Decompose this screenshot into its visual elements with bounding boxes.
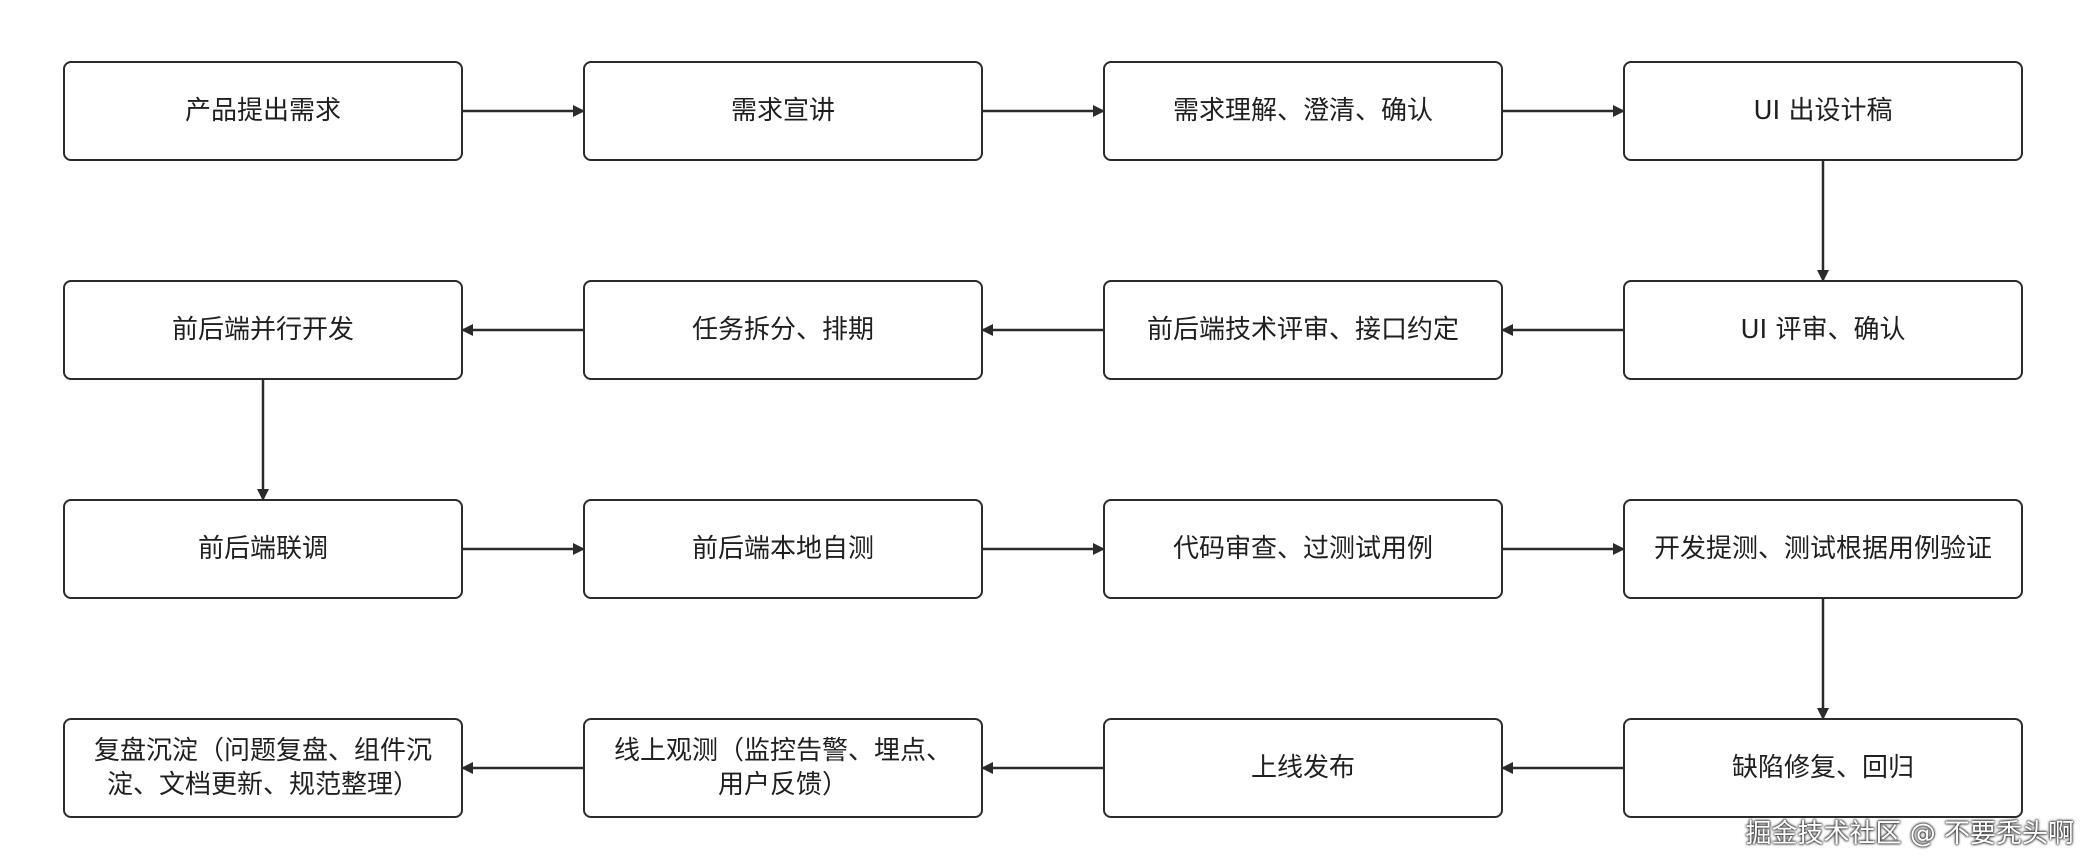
node-ui-design: UI 出设计稿	[1623, 61, 2023, 161]
node-label: 上线发布	[1250, 753, 1355, 783]
node-integration: 前后端联调	[63, 499, 463, 599]
node-submit-test: 开发提测、测试根据用例验证	[1623, 499, 2023, 599]
node-code-review: 代码审查、过测试用例	[1103, 499, 1503, 599]
node-label: 前后端本地自测	[691, 534, 874, 564]
node-bug-fix: 缺陷修复、回归	[1623, 718, 2023, 818]
node-requirement-briefing: 需求宣讲	[583, 61, 983, 161]
node-tech-review: 前后端技术评审、接口约定	[1103, 280, 1503, 380]
node-label: 产品提出需求	[184, 96, 341, 126]
node-label: 代码审查、过测试用例	[1172, 534, 1433, 564]
node-label: 缺陷修复、回归	[1731, 753, 1914, 783]
node-release: 上线发布	[1103, 718, 1503, 818]
node-label: 需求理解、澄清、确认	[1172, 96, 1433, 126]
node-monitoring: 线上观测（监控告警、埋点、用户反馈）	[583, 718, 983, 818]
node-label: UI 评审、确认	[1740, 315, 1906, 345]
node-retrospective: 复盘沉淀（问题复盘、组件沉淀、文档更新、规范整理）	[63, 718, 463, 818]
node-label: 任务拆分、排期	[691, 315, 874, 345]
node-parallel-dev: 前后端并行开发	[63, 280, 463, 380]
node-ui-review: UI 评审、确认	[1623, 280, 2023, 380]
node-requirement-clarify: 需求理解、澄清、确认	[1103, 61, 1503, 161]
node-label: 前后端联调	[197, 534, 328, 564]
node-task-split: 任务拆分、排期	[583, 280, 983, 380]
node-self-test: 前后端本地自测	[583, 499, 983, 599]
node-label: 前后端技术评审、接口约定	[1146, 315, 1459, 345]
node-label: 复盘沉淀（问题复盘、组件沉淀、文档更新、规范整理）	[93, 736, 432, 800]
node-label: 需求宣讲	[730, 96, 835, 126]
node-label: 开发提测、测试根据用例验证	[1653, 534, 1992, 564]
node-label: 前后端并行开发	[171, 315, 354, 345]
node-label: UI 出设计稿	[1753, 96, 1893, 126]
node-product-requirement: 产品提出需求	[63, 61, 463, 161]
node-label: 线上观测（监控告警、埋点、用户反馈）	[613, 736, 952, 800]
watermark: 掘金技术社区 @ 不要秃头啊	[1745, 819, 2074, 849]
